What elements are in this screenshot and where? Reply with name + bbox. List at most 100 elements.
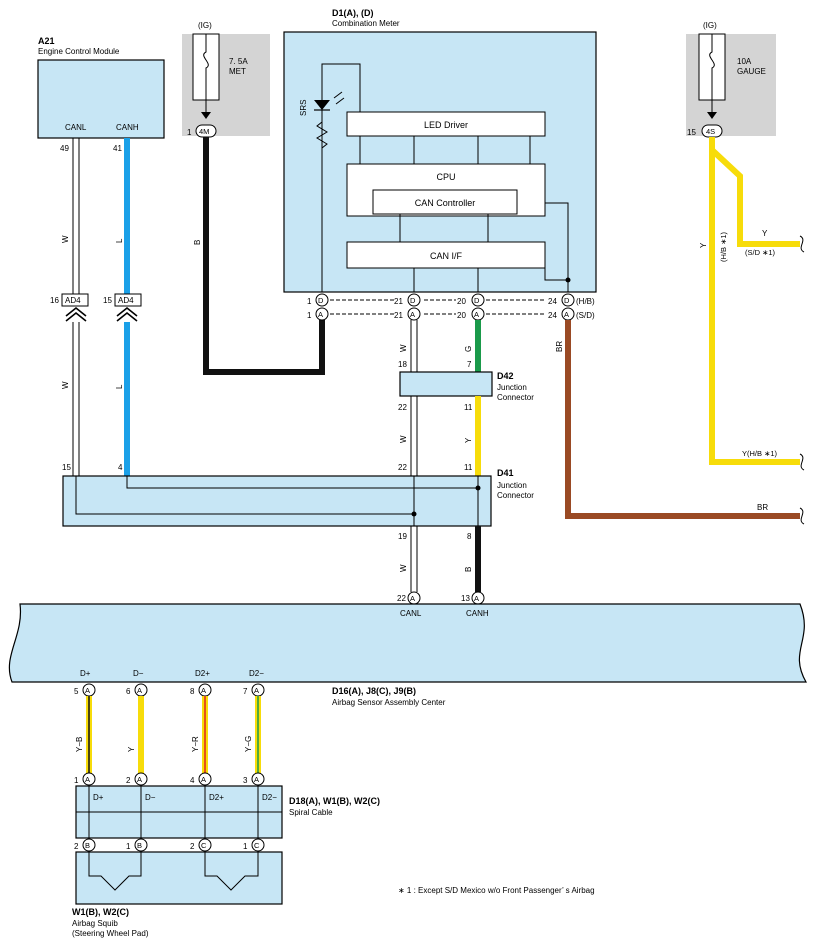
d41-pin-4: 4 (118, 463, 123, 472)
ad4-right-pin: 15 (103, 296, 112, 305)
wire-y-gauge (709, 137, 800, 465)
spiral-pin-4: 4 (190, 776, 195, 785)
cpu-label: CPU (436, 172, 455, 182)
spiral-label-dminus: D− (145, 793, 156, 802)
meter-d-conn-20: D (474, 296, 480, 305)
ecm-pin-41: 41 (113, 144, 122, 153)
meter-a-pin-20: 20 (457, 311, 466, 320)
airbag-center-box (8, 603, 808, 683)
meter-a-conn-21: A (410, 310, 415, 319)
airbag-canh-label: CANH (466, 609, 489, 618)
srs-label: SRS (299, 100, 308, 116)
meter-d-conn-21: D (410, 296, 416, 305)
d42-box (399, 371, 493, 397)
squib-pin-2c: 2 (190, 842, 195, 851)
airbag-conn-13: A (474, 594, 479, 603)
squib-name1: Airbag Squib (72, 919, 118, 928)
airbag-bot-pin-5: 5 (74, 687, 79, 696)
ad4-left-pin: 16 (50, 296, 59, 305)
airbag-sig-dplus: D+ (80, 669, 91, 678)
d42-name2: Connector (497, 393, 534, 402)
spiral-conn-4: A (201, 775, 206, 784)
d41-pin-11: 11 (464, 463, 473, 472)
meter-d-pin-24: 24 (548, 297, 557, 306)
squib-connectors: 2 B 1 B 2 C 1 C (74, 838, 265, 852)
fuse-met-conn-label: 4M (199, 127, 209, 136)
d42-name1: Junction (497, 383, 527, 392)
airbag-squib-box (75, 851, 283, 905)
ad4-left-chevron (65, 306, 87, 322)
wire-label-w5: W (399, 564, 408, 572)
airbag-conn-22: A (410, 594, 415, 603)
wire-label-y1: Y (464, 437, 473, 443)
squib-conn-2c: C (201, 841, 207, 850)
srs-led-icon (314, 100, 330, 110)
spiral-pin-2: 2 (126, 776, 131, 785)
d42-pin-22: 22 (398, 403, 407, 412)
squib-element-2 (204, 852, 259, 891)
ecm-name: Engine Control Module (38, 47, 120, 56)
ad4-left-connector (61, 293, 89, 307)
wire-label-sd1: (S/D ∗1) (745, 248, 776, 257)
airbag-bot-conn-6: A (137, 686, 142, 695)
wire-label-br2: BR (757, 503, 768, 512)
wire-label-yb: Y−B (75, 737, 84, 752)
fuse-gauge-arrow (707, 112, 717, 119)
wire-label-w1: W (61, 235, 70, 243)
spiral-pin-3: 3 (243, 776, 248, 785)
meter-d-conn-1: D (318, 296, 324, 305)
y-hb-break-icon (799, 453, 805, 471)
ad4-right-connector (114, 293, 142, 307)
spiral-pin-1: 1 (74, 776, 79, 785)
d41-name1: Junction (497, 481, 527, 490)
can-if-label: CAN I/F (430, 251, 463, 261)
wire-label-yg: Y−G (244, 736, 253, 752)
squib-conn-1c: C (254, 841, 260, 850)
ecm-box (37, 59, 165, 139)
d41-pin-19: 19 (398, 532, 407, 541)
d42-pin-7: 7 (467, 360, 472, 369)
wire-label-l1: L (115, 238, 124, 243)
led-driver-label: LED Driver (424, 120, 468, 130)
spiral-name: Spiral Cable (289, 808, 333, 817)
airbag-bottom-connectors: 5 A 6 A 8 A 7 A (74, 683, 265, 697)
ad4-right-label: AD4 (118, 296, 134, 305)
wire-br (565, 320, 800, 519)
d42-pin-18: 18 (398, 360, 407, 369)
wire-label-l2: L (115, 384, 124, 389)
airbag-sig-d2plus: D2+ (195, 669, 210, 678)
wire-label-b2: B (464, 567, 473, 572)
led-driver-box (346, 111, 546, 137)
airbag-sig-d2minus: D2− (249, 669, 264, 678)
fuse-gauge-pin: 15 (687, 128, 696, 137)
fuse-met-ig: (IG) (198, 21, 212, 30)
wire-y-sd (709, 147, 800, 247)
ecm-canh-label: CANH (116, 123, 139, 132)
airbag-center-id: D16(A), J8(C), J9(B) (332, 686, 416, 696)
fuse-met-symbol (203, 34, 209, 100)
meter-a-pin-21: 21 (394, 311, 403, 320)
fuse-met-name: MET (229, 67, 246, 76)
meter-d-conn-24: D (564, 296, 570, 305)
wire-label-y-sd: Y (762, 229, 768, 238)
d41-name2: Connector (497, 491, 534, 500)
fuse-gauge-conn-label: 4S (706, 127, 715, 136)
meter-d-pin-20: 20 (457, 297, 466, 306)
meter-a-conn-24: A (564, 310, 569, 319)
wire-label-br1: BR (555, 341, 564, 352)
meter-a-pin-24: 24 (548, 311, 557, 320)
wire-label-y-hb: Y(H/B ∗1) (742, 449, 778, 458)
fuse-met-rating: 7. 5A (229, 57, 248, 66)
fuse-gauge-rating: 10A (737, 57, 752, 66)
can-if-box (346, 241, 546, 269)
spiral-label-d2minus: D2− (262, 793, 277, 802)
meter-a-conn-1: A (318, 310, 323, 319)
airbag-bot-pin-8: 8 (190, 687, 195, 696)
spiral-id: D18(A), W1(B), W2(C) (289, 796, 380, 806)
meter-connectors-d: 1 D 21 D 20 D 24 D (H/B) (307, 293, 595, 307)
squib-conn-2b: B (85, 841, 90, 850)
d41-pin-8: 8 (467, 532, 472, 541)
can-controller-label: CAN Controller (415, 198, 476, 208)
airbag-center-name: Airbag Sensor Assembly Center (332, 698, 446, 707)
